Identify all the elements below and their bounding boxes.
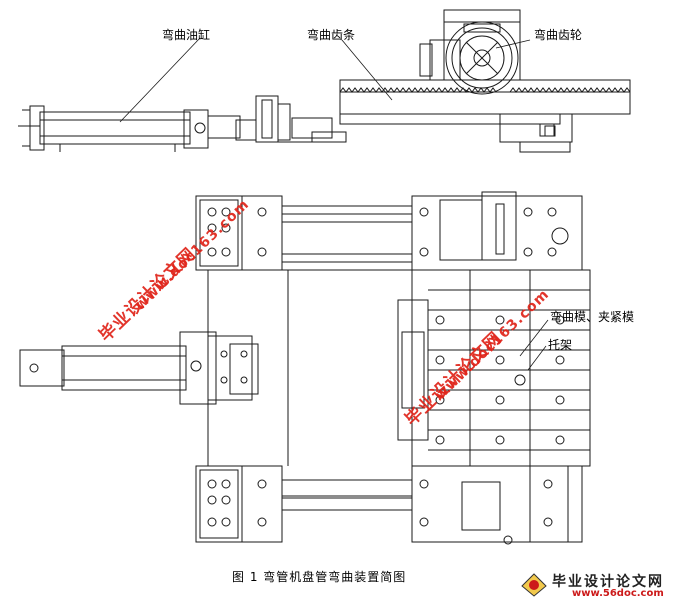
logo-text: 毕业设计论文网 bbox=[552, 574, 664, 590]
bending-rack bbox=[339, 79, 631, 143]
label-bracket: 托架 bbox=[548, 338, 573, 352]
site-logo: 毕业设计论文网 www.56doc.com bbox=[518, 570, 676, 600]
lower-left-block bbox=[195, 465, 283, 543]
label-bending-die: 弯曲模、夹紧模 bbox=[550, 310, 635, 324]
logo-url: www.56doc.com bbox=[572, 588, 664, 599]
bending-cylinder-plan bbox=[19, 331, 259, 405]
logo-mark-icon bbox=[521, 573, 547, 597]
plan-view bbox=[19, 191, 591, 545]
rack-teeth bbox=[339, 87, 497, 93]
upper-left-block bbox=[195, 195, 283, 271]
label-bending-rack: 弯曲齿条 bbox=[307, 28, 356, 42]
leader-rack bbox=[341, 39, 393, 101]
bending-gear bbox=[419, 9, 521, 95]
bending-head bbox=[411, 191, 583, 271]
label-bending-cylinder: 弯曲油缸 bbox=[162, 28, 211, 42]
top-elevation-view bbox=[18, 9, 631, 153]
clamp-die-assembly bbox=[397, 269, 591, 467]
leader-gear bbox=[495, 39, 531, 49]
leader-die bbox=[519, 319, 549, 357]
label-bending-gear: 弯曲齿轮 bbox=[534, 28, 583, 42]
leader-bracket bbox=[527, 345, 547, 371]
rack-teeth-right bbox=[509, 87, 631, 93]
leader-cylinder bbox=[119, 37, 201, 123]
bending-cylinder-top bbox=[18, 105, 257, 152]
lower-head bbox=[411, 465, 583, 545]
top-base bbox=[340, 123, 571, 153]
coupling-block bbox=[255, 95, 347, 143]
guide-rails bbox=[207, 205, 413, 511]
figure-caption: 图 1 弯管机盘管弯曲装置简图 bbox=[232, 570, 407, 584]
